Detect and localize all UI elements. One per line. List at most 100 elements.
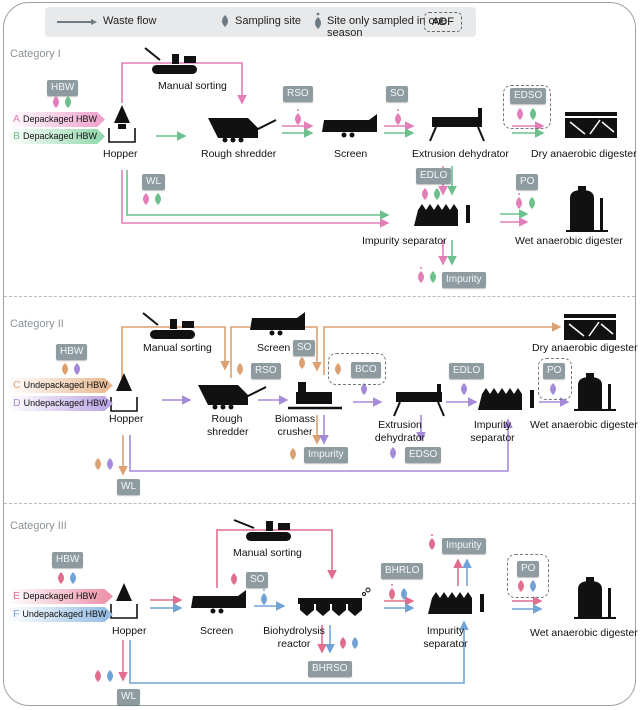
- extrusion-dehydrator-icon: [429, 108, 485, 142]
- label-manual-sorting: Manual sorting: [233, 547, 302, 559]
- screen-icon: [322, 114, 377, 138]
- tag-edlo: EDLO: [416, 168, 452, 184]
- sampling-site-icon: [237, 363, 243, 375]
- tag-po: PO: [543, 363, 566, 379]
- label-manual-sorting: Manual sorting: [158, 80, 227, 92]
- label-screen: Screen: [200, 625, 234, 637]
- diagram-frame: [3, 2, 636, 706]
- screen-icon: [191, 590, 246, 614]
- category-title: Category III: [10, 520, 67, 532]
- sampling-site-icon: [290, 448, 296, 460]
- dry-digester-icon: [565, 112, 617, 138]
- sampling-site-icon: [65, 96, 71, 108]
- sampling-site-icon: [517, 108, 523, 120]
- one-season-site-icon: [261, 593, 267, 605]
- sampling-site-icon: [335, 363, 341, 375]
- tag-edso: EDSO: [510, 88, 547, 104]
- sampling-site-icon: [74, 363, 80, 375]
- hopper-icon: [110, 583, 138, 619]
- adf-box: [503, 85, 551, 129]
- tag-bhrso: BHRSO: [308, 661, 352, 677]
- tag-bco: BCO: [351, 362, 381, 378]
- tag-wl: WL: [142, 174, 165, 190]
- sampling-sites: [53, 96, 556, 682]
- sampling-site-icon: [95, 670, 101, 682]
- sampling-site-icon: [155, 193, 161, 205]
- label-manual-sorting: Manual sorting: [143, 342, 212, 354]
- label-screen: Screen: [257, 342, 291, 354]
- tag-po: PO: [516, 174, 539, 190]
- sampling-site-icon: [361, 383, 367, 395]
- tag-so: SO: [386, 86, 409, 102]
- label-extrusion-dehydrator: Extrusion dehydrator: [374, 419, 426, 444]
- one-season-site-icon: [295, 113, 301, 125]
- sampling-site-icon: [530, 580, 536, 592]
- label-rough-shredder: Rough shredder: [207, 413, 249, 438]
- tag-hbw: HBW: [47, 80, 79, 96]
- sampling-site-icon: [352, 637, 358, 649]
- sampling-site-icon: [518, 580, 524, 592]
- one-season-site-icon: [395, 113, 401, 125]
- wet-digester-icon: [574, 373, 616, 411]
- sampling-site-icon: [430, 271, 436, 283]
- label-rough-shredder: Rough shredder: [201, 148, 277, 160]
- sampling-site-icon: [299, 357, 305, 369]
- sampling-site-icon: [390, 447, 396, 459]
- legend-one-season: Site only sampled in one season: [327, 15, 447, 39]
- tag-impurity: Impurity: [442, 272, 486, 288]
- label-dry-digester: Dry anaerobic digester: [531, 148, 637, 160]
- sampling-site-icon: [461, 383, 467, 395]
- label-hopper: Hopper: [103, 148, 138, 160]
- label-screen: Screen: [334, 148, 368, 160]
- sampling-site-icon: [143, 193, 149, 205]
- one-season-site-icon: [516, 197, 522, 209]
- rough-shredder-icon: [208, 118, 277, 143]
- sampling-site-icon: [70, 572, 76, 584]
- tag-edso: EDSO: [405, 447, 442, 463]
- one-season-site-icon: [418, 271, 424, 283]
- impurity-separator-icon: [414, 204, 470, 226]
- sampling-site-icon: [550, 383, 556, 395]
- legend-waste-flow: Waste flow: [103, 15, 157, 27]
- label-impurity-separator: Impurity separator: [423, 625, 468, 650]
- label-dry-digester: Dry anaerobic digester: [532, 342, 638, 354]
- adf-box: [538, 358, 572, 400]
- sampling-site-icon: [95, 458, 101, 470]
- manual-sorting-icon: [233, 519, 291, 541]
- sampling-site-icon: [529, 197, 535, 209]
- label-biohydrolysis-reactor: Biohydrolysis reactor: [263, 625, 325, 650]
- sampling-site-icon: [107, 670, 113, 682]
- adf-box: [507, 554, 549, 598]
- sampling-site-icon: [401, 588, 407, 600]
- impurity-separator-icon: [478, 388, 534, 410]
- label-wet-digester: Wet anaerobic digester: [530, 419, 638, 431]
- legend: Waste flow Sampling site Site only sampl…: [45, 7, 476, 39]
- sampling-site-icon: [422, 188, 428, 200]
- legend-adf: ADF: [424, 12, 462, 32]
- category-separator: [4, 296, 635, 297]
- tag-wl: WL: [117, 689, 140, 705]
- tag-po: PO: [517, 561, 540, 577]
- sampling-site-icon: [62, 363, 68, 375]
- tag-rso: RSO: [283, 86, 313, 102]
- one-season-site-icon: [429, 538, 435, 550]
- tag-impurity: Impurity: [442, 538, 486, 554]
- sampling-site-icon: [231, 573, 237, 585]
- waste-flow-arrow-icon: [57, 19, 97, 25]
- tag-edlo: EDLO: [449, 363, 485, 379]
- tag-so: SO: [293, 340, 316, 356]
- label-extrusion-dehydrator: Extrusion dehydrator: [412, 148, 509, 160]
- sampling-site-drop-icon: [222, 15, 228, 27]
- sampling-site-icon: [53, 96, 59, 108]
- adf-box: [328, 353, 386, 385]
- category-title: Category II: [10, 318, 64, 330]
- one-season-drop-icon: [315, 12, 321, 29]
- biohydrolysis-reactor-icon: [298, 587, 371, 616]
- sampling-site-icon: [58, 572, 64, 584]
- category-title: Category I: [10, 48, 61, 60]
- legend-sampling-site: Sampling site: [235, 15, 302, 27]
- sampling-site-icon: [530, 108, 536, 120]
